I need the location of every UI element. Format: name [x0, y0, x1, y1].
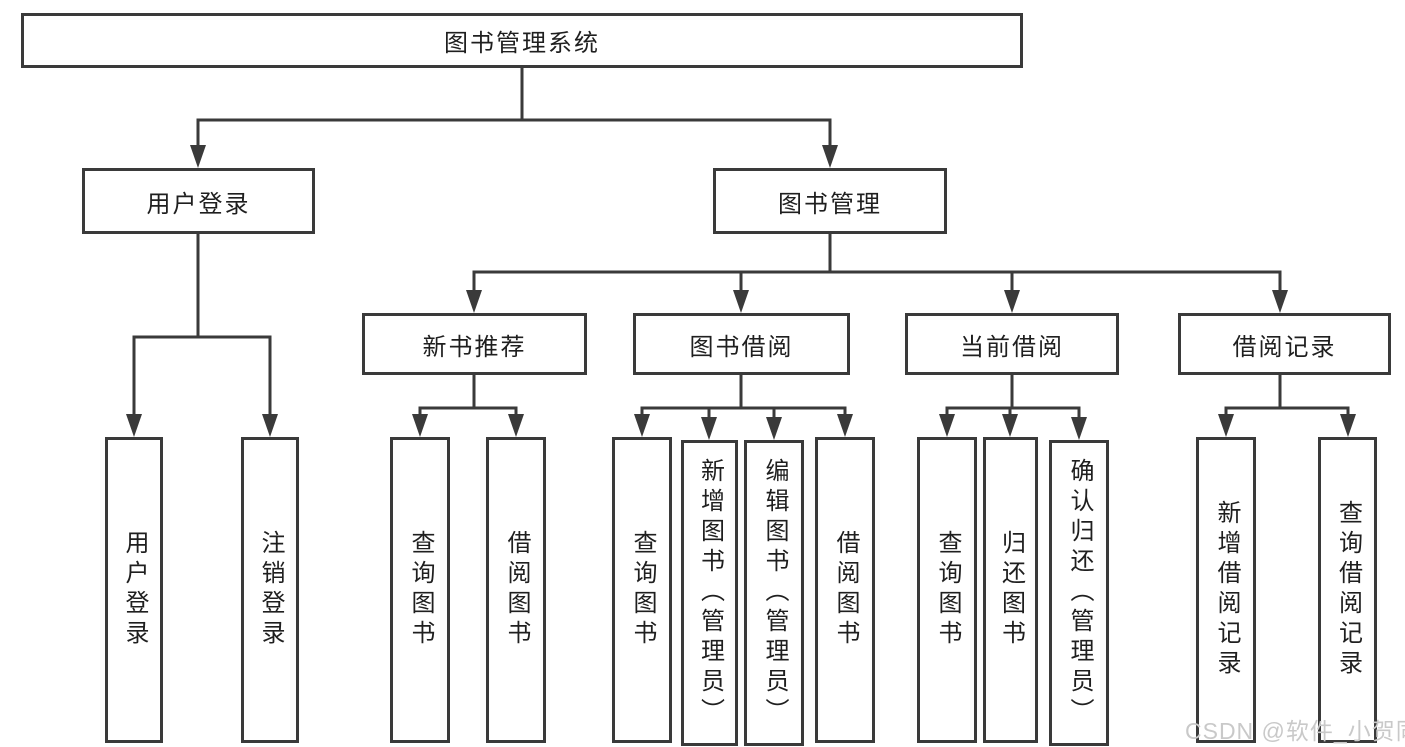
node-book-management: 图书管理 [713, 168, 947, 234]
arrowhead-icon [1071, 417, 1087, 440]
arrowhead-icon [733, 290, 749, 313]
arrowhead-icon [837, 414, 853, 437]
node-label-leaf-return-book: 归还图书 [997, 530, 1025, 650]
node-label-leaf-query-book-1: 查询图书 [407, 530, 434, 650]
node-label-leaf-user-login: 用户登录 [121, 530, 148, 650]
node-label-leaf-query-book-2: 查询图书 [629, 530, 656, 650]
node-leaf-query-book-3: 查询图书 [917, 437, 977, 743]
arrowhead-icon [822, 145, 838, 168]
node-leaf-user-login: 用户登录 [105, 437, 163, 743]
node-label-leaf-borrow-book-1: 借阅图书 [503, 530, 530, 650]
node-label-current-borrow: 当前借阅 [960, 333, 1064, 361]
arrowhead-icon [1002, 414, 1018, 437]
node-label-root: 图书管理系统 [444, 30, 600, 57]
arrowhead-icon [1218, 414, 1234, 437]
arrowhead-icon [412, 414, 428, 437]
node-label-leaf-query-book-3: 查询图书 [934, 530, 961, 650]
arrowhead-icon [1004, 290, 1020, 313]
node-root: 图书管理系统 [21, 13, 1023, 68]
arrowhead-icon [126, 414, 142, 437]
node-leaf-query-book-1: 查询图书 [390, 437, 450, 743]
node-label-leaf-confirm-return: 确认归还（管理员） [1066, 458, 1093, 728]
node-label-leaf-edit-book: 编辑图书（管理员） [761, 458, 788, 728]
node-leaf-borrow-book-2: 借阅图书 [815, 437, 875, 743]
node-leaf-borrow-book-1: 借阅图书 [486, 437, 546, 743]
node-label-leaf-logout: 注销登录 [257, 530, 284, 650]
arrowhead-icon [701, 417, 717, 440]
node-leaf-return-book: 归还图书 [983, 437, 1038, 743]
node-leaf-query-record: 查询借阅记录 [1318, 437, 1377, 743]
node-label-leaf-borrow-book-2: 借阅图书 [832, 530, 859, 650]
arrowhead-icon [634, 414, 650, 437]
node-label-book-management: 图书管理 [778, 190, 882, 218]
node-current-borrow: 当前借阅 [905, 313, 1119, 375]
node-label-new-book-recommend: 新书推荐 [422, 333, 527, 361]
arrowhead-icon [262, 414, 278, 437]
arrowhead-icon [190, 145, 206, 168]
arrowhead-icon [466, 290, 482, 313]
node-leaf-logout: 注销登录 [241, 437, 299, 743]
arrowhead-icon [1272, 290, 1288, 313]
node-label-borrow-records: 借阅记录 [1232, 333, 1337, 361]
watermark: CSDN @软件_小贺同学 [1185, 718, 1405, 744]
arrowhead-icon [766, 417, 782, 440]
node-label-leaf-add-book: 新增图书（管理员） [696, 458, 724, 728]
node-leaf-add-book: 新增图书（管理员） [681, 440, 738, 746]
arrowhead-icon [1340, 414, 1356, 437]
node-label-book-borrow: 图书借阅 [689, 333, 794, 361]
node-leaf-confirm-return: 确认归还（管理员） [1049, 440, 1109, 746]
node-leaf-query-book-2: 查询图书 [612, 437, 672, 743]
node-user-login-group: 用户登录 [82, 168, 315, 234]
node-label-leaf-query-record: 查询借阅记录 [1334, 500, 1362, 680]
node-leaf-edit-book: 编辑图书（管理员） [744, 440, 804, 746]
arrowhead-icon [939, 414, 955, 437]
node-leaf-add-record: 新增借阅记录 [1196, 437, 1256, 743]
node-label-leaf-add-record: 新增借阅记录 [1213, 500, 1240, 680]
node-borrow-records: 借阅记录 [1178, 313, 1391, 375]
arrowhead-icon [508, 414, 524, 437]
node-book-borrow: 图书借阅 [633, 313, 850, 375]
node-label-user-login-group: 用户登录 [146, 190, 251, 218]
node-new-book-recommend: 新书推荐 [362, 313, 587, 375]
